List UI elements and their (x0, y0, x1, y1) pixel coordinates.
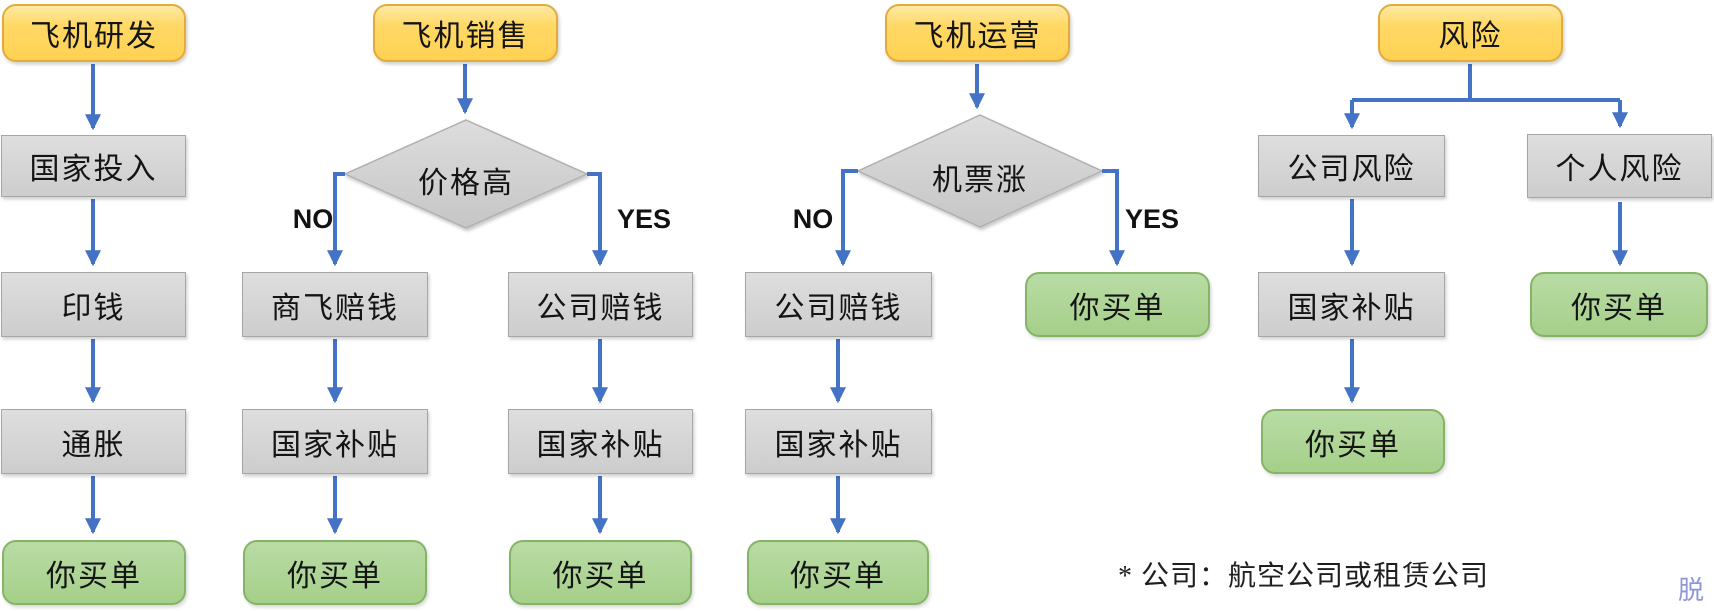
node-aircraft-rd: 飞机研发 (2, 4, 186, 62)
node-you-pay-f2-yes: 你买单 (509, 540, 692, 605)
node-print-money: 印钱 (1, 272, 186, 337)
node-aircraft-sales: 飞机销售 (373, 4, 558, 62)
node-inflation: 通胀 (1, 409, 186, 474)
node-state-subsidy-f4: 国家补贴 (1258, 272, 1445, 337)
node-you-pay-f2-no: 你买单 (243, 540, 427, 605)
decision-diamond-ticket-rise (856, 114, 1104, 228)
elbow-f3-no (835, 169, 858, 267)
split-f4 (1352, 64, 1620, 102)
node-risk: 风险 (1378, 4, 1563, 62)
branch-label-f3-yes: YES (1124, 204, 1180, 234)
decision-label-ticket-rise: 机票涨 (932, 164, 1028, 197)
decision-label-price-high: 价格高 (418, 167, 514, 200)
node-comac-loses-money: 商飞赔钱 (242, 272, 428, 337)
branch-label-f3-no: NO (792, 204, 834, 234)
decision-diamond-price-high (343, 119, 589, 229)
node-state-subsidy-f3: 国家补贴 (745, 409, 932, 474)
footnote-company-definition: * 公司：航空公司或租赁公司 (1118, 561, 1490, 592)
branch-label-f2-yes: YES (616, 204, 672, 234)
node-you-pay-f3-yes: 你买单 (1025, 272, 1210, 337)
node-you-pay-f3-no: 你买单 (747, 540, 929, 605)
node-state-subsidy-f2-yes: 国家补贴 (508, 409, 693, 474)
elbow-f3-yes (1102, 169, 1125, 267)
elbow-f2-no (327, 172, 345, 267)
node-personal-risk: 个人风险 (1527, 134, 1712, 198)
watermark-text: 脱 (1678, 576, 1705, 605)
node-aircraft-operations: 飞机运营 (885, 4, 1070, 62)
node-state-subsidy-f2-no: 国家补贴 (242, 409, 428, 474)
node-you-pay-f4-left: 你买单 (1261, 409, 1445, 474)
node-you-pay-f4-right: 你买单 (1530, 272, 1708, 337)
node-state-investment: 国家投入 (1, 135, 186, 197)
node-company-loses-money-f3: 公司赔钱 (745, 272, 932, 337)
node-company-risk: 公司风险 (1258, 135, 1445, 197)
node-you-pay-f1: 你买单 (2, 540, 186, 605)
node-company-loses-money-f2: 公司赔钱 (508, 272, 693, 337)
elbow-f2-yes (587, 172, 608, 267)
branch-label-f2-no: NO (292, 204, 334, 234)
